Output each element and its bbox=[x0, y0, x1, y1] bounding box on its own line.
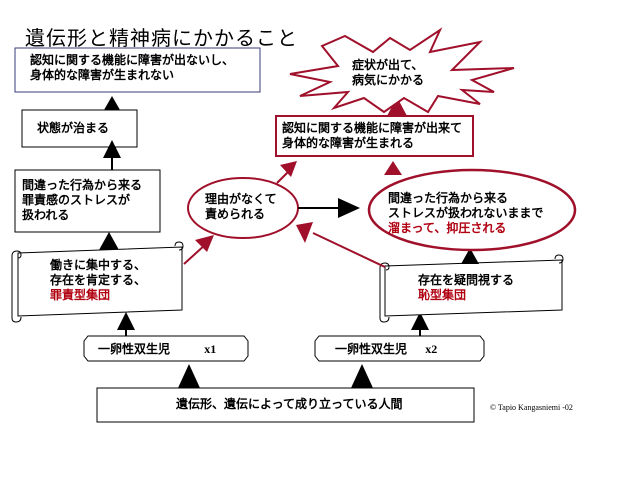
label-twin1: 一卵性双生児 x1 bbox=[98, 342, 216, 357]
label-illness: 症状が出て、 病気にかかる bbox=[352, 58, 424, 88]
copyright: © Tapio Kangasniemi -02 bbox=[490, 403, 573, 412]
twin-label: 一卵性双生児 bbox=[335, 342, 408, 356]
box-no-disorder bbox=[14, 47, 261, 93]
text-line: 存在を肯定する、 bbox=[50, 273, 147, 287]
arrow-up-icon bbox=[384, 161, 402, 175]
text-line: 働きに集中する、 bbox=[50, 258, 147, 272]
arrow-up-icon bbox=[99, 232, 119, 250]
box-twin1 bbox=[83, 335, 249, 362]
ellipse-stress-repressed bbox=[367, 168, 577, 252]
label-guilt-group: 働きに集中する、 存在を肯定する、 罪責型集団 bbox=[50, 258, 146, 303]
text-line: 認知に関する機能に障害が出来て bbox=[282, 121, 463, 135]
text-line: 存在を疑問視する bbox=[418, 273, 515, 287]
text-line: 扱われる bbox=[22, 208, 70, 222]
arrow-up-icon bbox=[103, 140, 121, 170]
text-line-red: 恥型集団 bbox=[418, 288, 467, 302]
arrow-diagonal-icon bbox=[296, 222, 386, 268]
text-line: 状態が治まる bbox=[37, 121, 110, 135]
twin-tag: x2 bbox=[425, 342, 438, 356]
text-line-red: 罪責型集団 bbox=[50, 288, 111, 302]
label-guilt-handled: 間違った行為から来る 罪責感のストレスが 扱われる bbox=[22, 178, 142, 223]
text-line: 症状が出て、 bbox=[352, 58, 424, 72]
text-line: 認知に関する機能に障害が出ないし、 bbox=[30, 53, 235, 67]
label-state-heals: 状態が治まる bbox=[37, 121, 109, 136]
page-title: 遺伝形と精神病にかかること bbox=[25, 26, 298, 50]
arrow-diagonal-icon bbox=[276, 161, 297, 184]
label-stress-repressed: 間違った行為から来る ストレスが扱われないままで 溜まって、抑圧される bbox=[388, 191, 543, 236]
twin-label: 一卵性双生児 bbox=[98, 342, 171, 356]
scroll-shame-group bbox=[379, 254, 564, 323]
box-guilt-handled bbox=[14, 169, 161, 233]
label-base: 遺伝形、遺伝によって成り立っている人間 bbox=[176, 397, 402, 412]
text-line: 間違った行為から来る bbox=[388, 191, 509, 205]
arrow-up-icon bbox=[351, 364, 373, 388]
text-line: 身体的な障害が生まれる bbox=[282, 136, 415, 150]
arrow-up-icon bbox=[461, 248, 479, 264]
text-line: 罪責感のストレスが bbox=[22, 193, 131, 207]
arrow-up-icon bbox=[178, 364, 200, 388]
label-twin2: 一卵性双生児 x2 bbox=[335, 342, 437, 357]
box-twin2 bbox=[314, 335, 485, 362]
label-blamed: 理由がなくて 責められる bbox=[205, 192, 277, 222]
text-line-red: 溜まって、抑圧される bbox=[388, 221, 507, 235]
label-disorder: 認知に関する機能に障害が出来て 身体的な障害が生まれる bbox=[282, 121, 462, 151]
twin-tag: x1 bbox=[204, 342, 217, 356]
arrow-right-icon bbox=[298, 198, 360, 218]
box-base bbox=[96, 387, 475, 423]
text-line: 身体的な障害が生まれない bbox=[30, 68, 175, 82]
text-line: 間違った行為から来る bbox=[22, 178, 143, 192]
burst-illness bbox=[289, 27, 515, 114]
arrow-up-icon bbox=[387, 97, 407, 116]
label-shame-group: 存在を疑問視する 恥型集団 bbox=[418, 273, 514, 303]
label-no-disorder: 認知に関する機能に障害が出ないし、 身体的な障害が生まれない bbox=[30, 53, 234, 83]
text-line: 病気にかかる bbox=[352, 73, 425, 87]
text-line: 理由がなくて bbox=[205, 192, 277, 206]
text-line: ストレスが扱われないままで bbox=[388, 206, 544, 220]
box-state-heals bbox=[21, 109, 138, 148]
arrow-diagonal-icon bbox=[183, 235, 214, 265]
text-line: 責められる bbox=[205, 207, 266, 221]
text-line: 遺伝形、遺伝によって成り立っている人間 bbox=[176, 397, 403, 411]
arrow-up-icon bbox=[104, 96, 120, 110]
scroll-guilt-group bbox=[11, 241, 184, 323]
arrow-up-icon bbox=[411, 312, 429, 336]
arrow-up-icon bbox=[117, 312, 135, 336]
box-disorder bbox=[275, 115, 474, 157]
